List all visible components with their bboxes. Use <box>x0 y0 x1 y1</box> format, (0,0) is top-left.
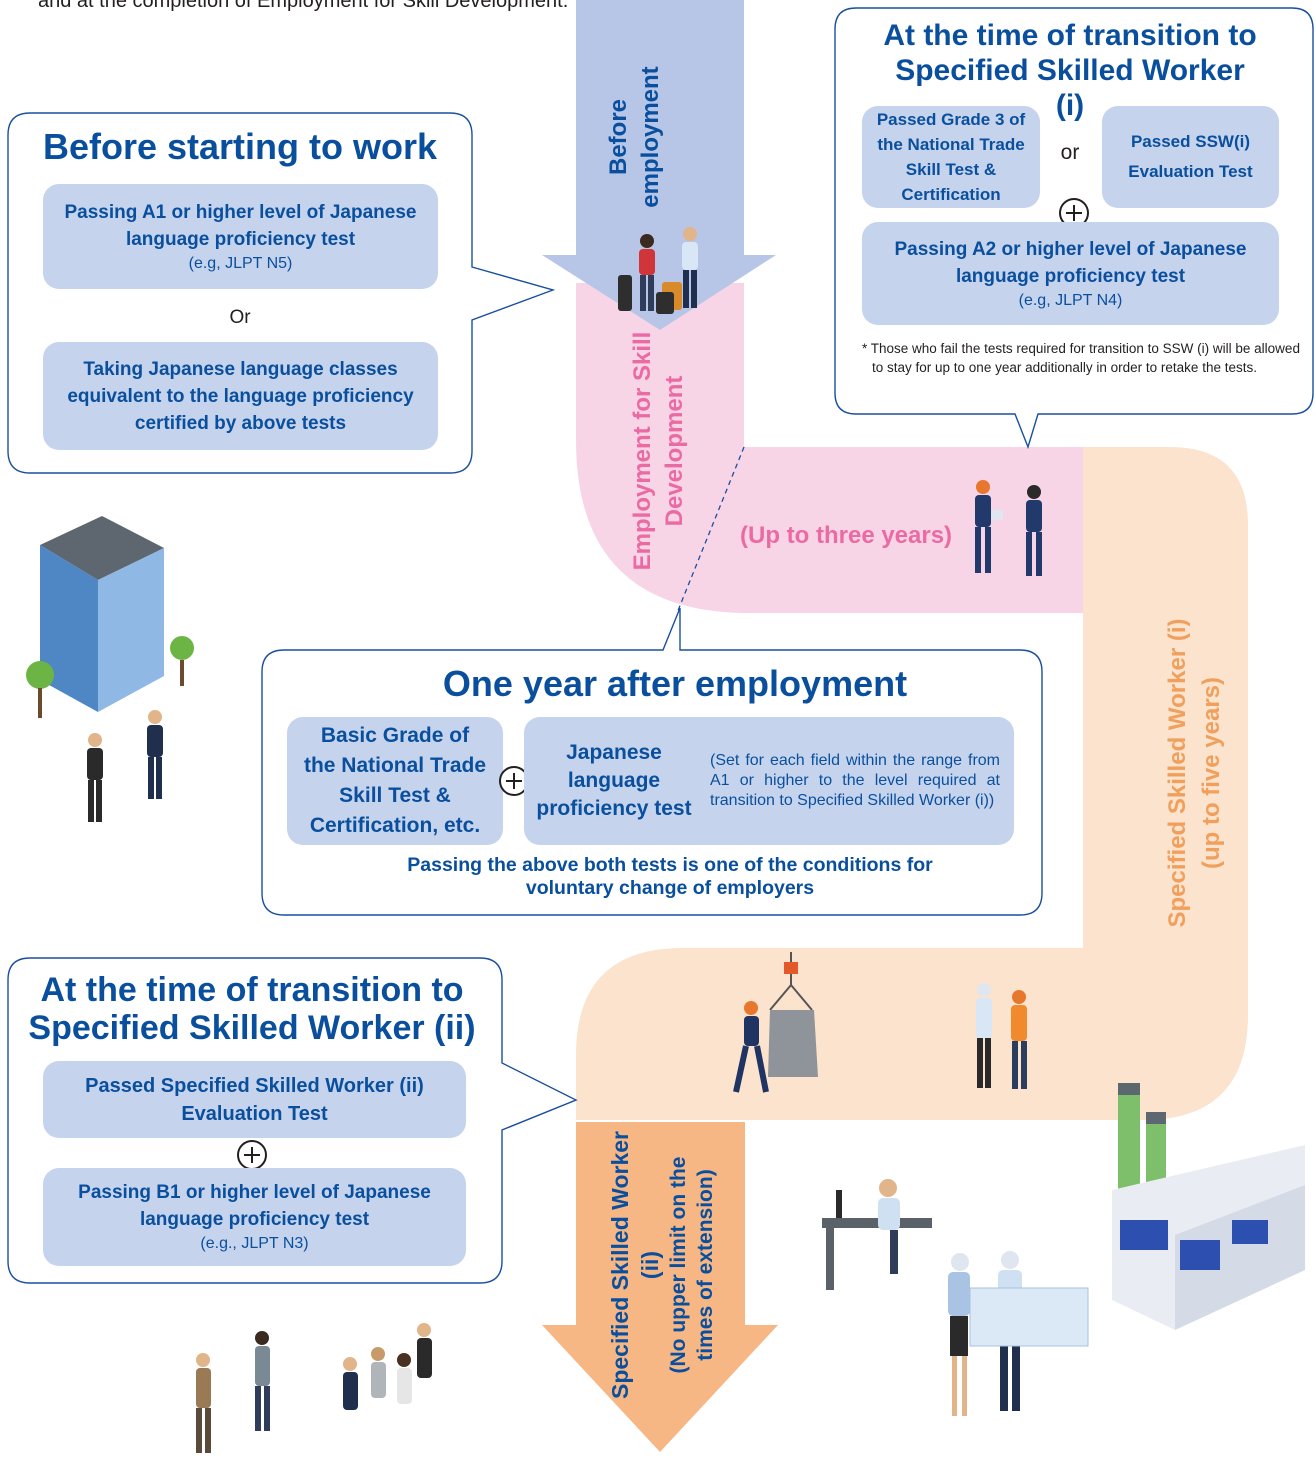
business-people-icon <box>87 710 163 822</box>
before-work-title: Before starting to work <box>42 126 438 167</box>
ssw1-or: or <box>1060 141 1080 164</box>
ssw2-language: Passing B1 or higher level of Japanese l… <box>43 1168 466 1266</box>
one-year-skill-test: Basic Grade of the National Trade Skill … <box>287 717 503 845</box>
factory-icon <box>1112 1083 1305 1330</box>
esd-band <box>576 283 1083 613</box>
office-building-icon <box>26 516 194 718</box>
before-employment-arrow <box>542 0 776 330</box>
ssw2-option1: Passed Specified Skilled Worker (ii) Eva… <box>43 1061 466 1138</box>
before-work-or: Or <box>229 307 251 328</box>
one-year-footer: Passing the above both tests is one of t… <box>407 854 933 899</box>
crowd-icon <box>196 1323 432 1453</box>
one-year-language-note: (Set for each field within the range fro… <box>710 752 1000 809</box>
ssw1-title: At the time of transition to Specified S… <box>883 19 1257 122</box>
ssw2-plus-icon <box>237 1140 267 1170</box>
blueprint-engineers-icon <box>948 1251 1089 1416</box>
before-work-option1: Passing A1 or higher level of Japanese l… <box>43 184 438 289</box>
crane-worker-icon <box>733 952 818 1093</box>
esd-duration: (Up to three years) <box>740 522 953 549</box>
one-year-title: One year after employment <box>442 663 908 704</box>
ssw2-arrow <box>542 1122 778 1452</box>
intro-text: and at the completion of Employment for … <box>38 0 569 12</box>
one-year-language-test: Japanese language proficiency test (Set … <box>524 717 1014 845</box>
esd-divider <box>676 446 745 614</box>
ssw1-language: Passing A2 or higher level of Japanese l… <box>862 222 1279 325</box>
before-work-option2: Taking Japanese language classes equival… <box>43 342 438 450</box>
engineers-icon <box>976 983 1027 1089</box>
ssw1-note: * Those who fail the tests required for … <box>862 341 1300 375</box>
desk-worker-icon <box>822 1179 932 1290</box>
handshake-people-icon <box>618 227 698 314</box>
ssw1-option2: Passed SSW(i) Evaluation Test <box>1102 106 1279 208</box>
workers-icon <box>975 480 1042 576</box>
ssw1-option1: Passed Grade 3 of the National Trade Ski… <box>862 106 1040 208</box>
ssw1-band <box>576 447 1248 1120</box>
one-year-language-label: Japanese language proficiency test <box>536 741 692 820</box>
ssw2-title: At the time of transition to Specified S… <box>28 971 476 1047</box>
